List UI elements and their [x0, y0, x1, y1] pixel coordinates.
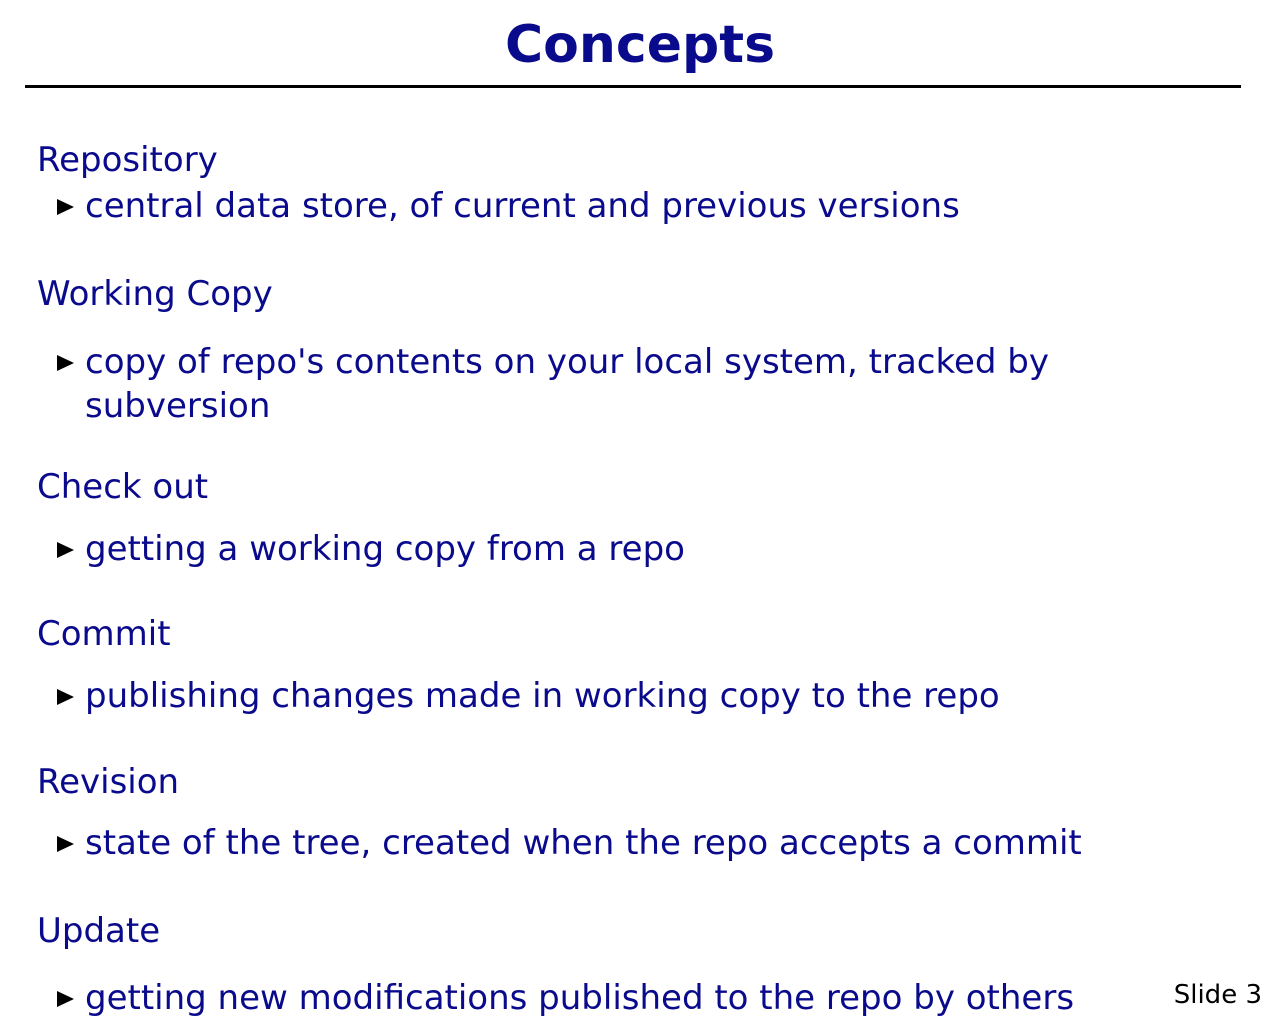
- concept-term-working-copy: Working Copy: [37, 274, 273, 314]
- concept-definition-revision: state of the tree, created when the repo…: [57, 821, 1117, 865]
- concept-definition-commit: publishing changes made in working copy …: [57, 674, 1117, 718]
- definition-text: getting a working copy from a repo: [85, 529, 685, 569]
- concept-definition-check-out: getting a working copy from a repo: [57, 527, 1117, 571]
- triangle-bullet-icon: [57, 689, 74, 705]
- title-divider: [25, 85, 1241, 88]
- slide-number: Slide 3: [1173, 980, 1262, 1010]
- triangle-bullet-icon: [57, 542, 74, 558]
- concept-term-revision: Revision: [37, 762, 180, 802]
- slide-title: Concepts: [504, 15, 776, 75]
- definition-text: publishing changes made in working copy …: [85, 676, 1000, 716]
- concept-term-repository: Repository: [37, 140, 218, 180]
- triangle-bullet-icon: [57, 991, 74, 1007]
- definition-text: getting new modifications published to t…: [85, 978, 1075, 1018]
- concept-definition-repository: central data store, of current and previ…: [57, 184, 1117, 228]
- concept-definition-working-copy: copy of repo's contents on your local sy…: [57, 340, 1117, 428]
- triangle-bullet-icon: [57, 355, 74, 371]
- definition-text: copy of repo's contents on your local sy…: [85, 342, 1049, 426]
- concept-term-update: Update: [37, 911, 161, 951]
- definition-text: central data store, of current and previ…: [85, 186, 960, 226]
- definition-text: state of the tree, created when the repo…: [85, 823, 1082, 863]
- concept-definition-update: getting new modifications published to t…: [57, 976, 1117, 1020]
- triangle-bullet-icon: [57, 836, 74, 852]
- concept-term-commit: Commit: [37, 614, 171, 654]
- triangle-bullet-icon: [57, 199, 74, 215]
- concept-term-check-out: Check out: [37, 467, 209, 507]
